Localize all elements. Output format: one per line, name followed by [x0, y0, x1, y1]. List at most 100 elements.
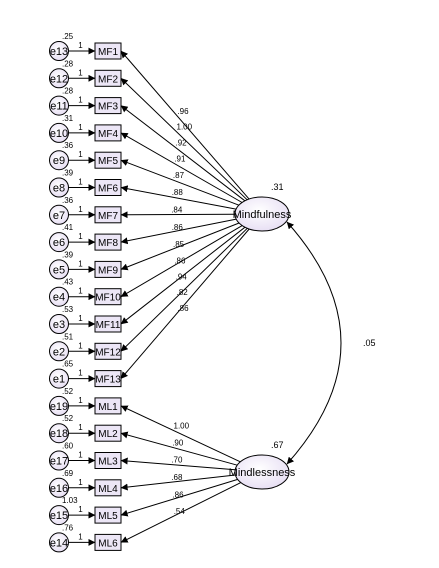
error-term-e5 [49, 259, 69, 280]
covariance-path [286, 221, 342, 465]
factor-loading-label: .82 [177, 288, 189, 297]
error-term-e11 [49, 95, 69, 116]
error-term-label: e3 [53, 319, 65, 331]
observed-variable-ml5 [94, 506, 122, 524]
error-term-e4 [49, 286, 69, 307]
error-path-weight: 1 [78, 205, 83, 214]
observed-variable-label: MF7 [98, 211, 118, 222]
factor-loading-label: .92 [176, 139, 188, 148]
error-path-weight: 1 [78, 451, 83, 460]
factor-loading-path [120, 185, 237, 210]
observed-variable-label: MF6 [98, 184, 118, 195]
error-term-e3 [49, 314, 69, 334]
error-variance-label: .60 [62, 442, 74, 451]
factor-loading-label: 1.00 [177, 123, 193, 132]
error-variance-label: .52 [62, 414, 74, 423]
error-variance-label: 1.03 [62, 496, 78, 505]
latent-factor-label: Mindlessness [229, 467, 296, 479]
observed-variable-mf4 [94, 124, 122, 142]
error-variance-label: .36 [62, 141, 74, 150]
error-path-weight: 1 [78, 178, 83, 187]
observed-variable-mf12 [94, 342, 122, 360]
error-path-weight: 1 [78, 259, 83, 268]
error-term-label: e6 [53, 237, 65, 249]
error-variance-label: .39 [62, 169, 74, 178]
error-path-weight: 1 [78, 532, 83, 541]
factor-loading-label: .96 [177, 107, 189, 116]
error-path-weight: 1 [78, 287, 83, 296]
latent-factor-ml [234, 454, 290, 490]
factor-loading-path [120, 105, 246, 202]
factor-loading-path [120, 50, 250, 200]
error-path-weight: 1 [78, 150, 83, 159]
factor-loading-label: .84 [171, 206, 183, 215]
observed-variable-ml4 [94, 479, 122, 497]
observed-variable-mf2 [94, 69, 122, 87]
factor-loading-label: .88 [172, 188, 184, 197]
error-term-e12 [49, 68, 69, 89]
error-term-label: e14 [50, 537, 68, 549]
observed-variable-ml3 [94, 452, 122, 469]
factor-loading-path [120, 225, 243, 298]
error-term-e9 [49, 150, 69, 171]
error-path-weight: 1 [78, 505, 83, 514]
error-variance-label: .43 [62, 278, 74, 287]
error-term-e8 [49, 177, 69, 198]
observed-variable-label: MF4 [98, 129, 118, 140]
observed-variable-label: MF1 [98, 47, 118, 58]
factor-loading-path [120, 218, 237, 245]
factor-loading-path [120, 222, 240, 271]
observed-variable-mf1 [94, 42, 122, 60]
error-variance-label: .69 [62, 469, 74, 478]
error-term-e2 [49, 341, 69, 362]
error-term-label: e5 [53, 264, 65, 276]
factor-loading-label: .85 [173, 240, 185, 249]
factor-loading-label: .68 [171, 473, 183, 482]
factor-loading-path [120, 405, 241, 463]
observed-variable-label: MF13 [95, 375, 121, 386]
observed-variable-mf5 [94, 151, 122, 169]
error-term-e17 [49, 450, 69, 471]
factor-loading-label: .86 [172, 490, 184, 499]
factor-loading-label: .86 [172, 223, 184, 232]
factor-loading-label: .90 [172, 438, 184, 447]
factor-loading-path [120, 228, 250, 379]
factor-loading-path [120, 474, 236, 491]
factor-loading-label: .91 [174, 155, 186, 164]
observed-variable-mf8 [94, 233, 122, 251]
observed-variable-label: ML5 [98, 511, 118, 522]
error-term-e16 [49, 477, 69, 498]
error-term-label: e9 [53, 155, 65, 167]
error-term-e7 [49, 204, 69, 225]
error-term-label: e2 [53, 346, 65, 358]
error-term-label: e17 [50, 456, 68, 468]
error-variance-label: .51 [62, 332, 74, 341]
error-term-label: e11 [50, 101, 68, 113]
observed-variable-label: MF10 [95, 293, 121, 304]
observed-variable-mf9 [94, 260, 122, 278]
observed-variable-label: ML3 [98, 457, 118, 468]
error-path-weight: 1 [78, 96, 83, 105]
observed-variable-label: ML1 [98, 402, 118, 413]
observed-variable-mf13 [94, 370, 122, 388]
factor-loading-label: .70 [171, 456, 183, 465]
error-path-weight: 1 [78, 423, 83, 432]
observed-variable-ml1 [94, 397, 122, 415]
latent-factor-variance: .31 [271, 182, 284, 192]
observed-variable-label: MF12 [95, 347, 121, 358]
factor-loading-path [120, 431, 238, 466]
factor-loading-path [120, 132, 243, 203]
observed-variable-label: MF2 [98, 74, 118, 85]
observed-variable-mf7 [94, 206, 122, 224]
error-term-label: e18 [50, 428, 68, 440]
error-path-weight: 1 [78, 396, 83, 405]
error-variance-label: .65 [62, 360, 74, 369]
factor-loading-path [120, 227, 248, 352]
error-term-e15 [49, 505, 69, 526]
observed-variable-mf6 [94, 179, 122, 196]
error-path-weight: 1 [78, 123, 83, 132]
error-term-label: e1 [53, 374, 65, 386]
latent-factor-mf [234, 196, 290, 232]
observed-variable-label: MF11 [96, 320, 121, 331]
latent-factor-variance: .67 [271, 440, 284, 450]
